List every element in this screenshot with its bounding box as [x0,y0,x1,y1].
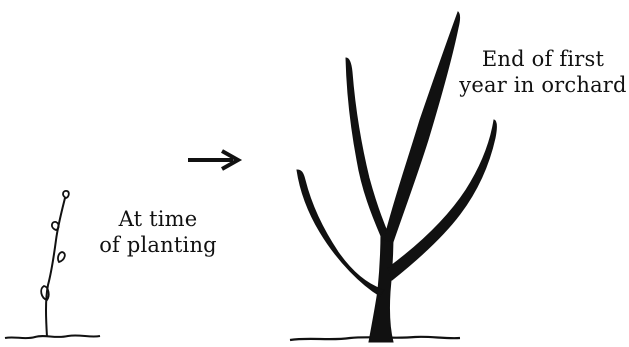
label-line-2: of planting [88,232,228,258]
label-line-2: year in orchard [448,72,629,98]
ground-line-left [5,335,100,338]
label-line-1: At time [88,206,228,232]
label-line-1: End of first [448,46,629,72]
arrow-right-icon [188,151,238,169]
label-at-time-of-planting: At time of planting [88,206,228,258]
seedling-whip [41,191,69,337]
label-end-of-first-year: End of first year in orchard [448,46,629,98]
